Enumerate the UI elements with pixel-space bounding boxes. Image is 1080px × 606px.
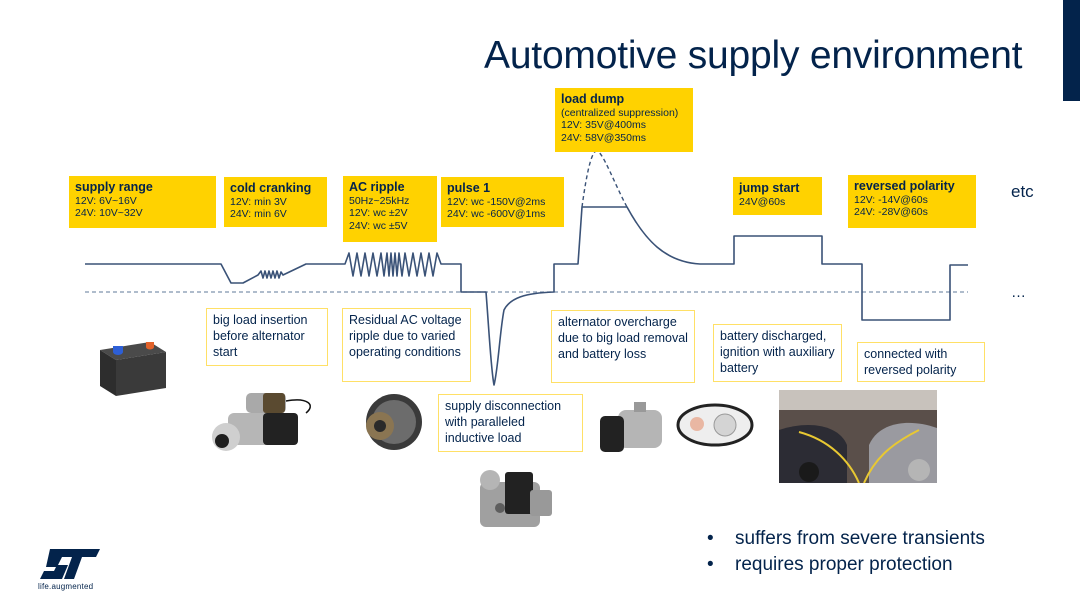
spec-line: 50Hz~25kHz xyxy=(349,194,410,207)
jump-start-box: jump start 24V@60s xyxy=(733,177,822,215)
load-dump-description: alternator overcharge due to big load re… xyxy=(551,310,695,383)
summary-bullets: suffers from severe transients requires … xyxy=(707,526,985,577)
headlamp-image xyxy=(676,403,754,447)
spec-line: 24V: 10V~32V xyxy=(75,207,143,220)
spec-line: 12V: wc ±2V xyxy=(349,207,408,220)
spec-line: 12V: min 3V xyxy=(230,195,287,208)
load-dump-box: load dump (centralized suppression) 12V:… xyxy=(555,88,693,152)
spec-line: 24V: 58V@350ms xyxy=(561,131,646,144)
spec-line: (centralized suppression) xyxy=(561,106,679,119)
car-battery-image xyxy=(100,342,166,396)
pulse-1-box: pulse 1 12V: wc -150V@2ms 24V: wc -600V@… xyxy=(441,177,564,227)
cold-cranking-box: cold cranking 12V: min 3V 24V: min 6V xyxy=(224,177,327,227)
spec-line: 12V: 6V~16V xyxy=(75,194,137,207)
logo-tagline: life.augmented xyxy=(38,582,94,591)
spec-line: 24V@60s xyxy=(739,195,786,208)
spec-line: 12V: -14V@60s xyxy=(854,193,928,206)
jump-start-cars-image xyxy=(779,390,937,483)
ac-ripple-box: AC ripple 50Hz~25kHz 12V: wc ±2V 24V: wc… xyxy=(343,176,437,242)
supply-range-title: supply range xyxy=(75,180,153,194)
ac-ripple-description: Residual AC voltage ripple due to varied… xyxy=(342,308,471,382)
alternator-image xyxy=(366,394,422,450)
pulse-1-title: pulse 1 xyxy=(447,181,491,195)
spec-line: 24V: -28V@60s xyxy=(854,206,928,219)
supply-range-box: supply range 12V: 6V~16V 24V: 10V~32V xyxy=(69,176,216,228)
st-logo-icon xyxy=(40,549,100,579)
jump-start-description: battery discharged, ignition with auxili… xyxy=(713,324,842,382)
pulse-1-description: supply disconnection with paralleled ind… xyxy=(438,394,583,452)
cold-cranking-description: big load insertion before alternator sta… xyxy=(206,308,328,366)
etc-label: etc xyxy=(1011,182,1034,201)
spec-line: 24V: wc -600V@1ms xyxy=(447,208,546,221)
reversed-polarity-description: connected with reversed polarity xyxy=(857,342,985,382)
cold-cranking-title: cold cranking xyxy=(230,181,312,195)
ac-ripple-title: AC ripple xyxy=(349,180,405,194)
ellipsis: … xyxy=(1011,284,1027,301)
solenoid-valve-image xyxy=(480,470,552,527)
accent-bar xyxy=(1063,0,1080,101)
bullet-item: requires proper protection xyxy=(707,552,985,578)
spec-line: 24V: wc ±5V xyxy=(349,219,408,232)
ac-compressor-image xyxy=(600,402,662,452)
load-dump-title: load dump xyxy=(561,92,625,106)
page-title: Automotive supply environment xyxy=(484,34,1023,77)
bullet-item: suffers from severe transients xyxy=(707,526,985,552)
reversed-polarity-box: reversed polarity 12V: -14V@60s 24V: -28… xyxy=(848,175,976,228)
waveform-trace xyxy=(85,206,968,386)
spec-line: 12V: wc -150V@2ms xyxy=(447,195,546,208)
jump-start-title: jump start xyxy=(739,181,800,195)
spec-line: 12V: 35V@400ms xyxy=(561,119,646,132)
reversed-polarity-title: reversed polarity xyxy=(854,179,955,193)
load-dump-unsuppressed-peak xyxy=(581,150,628,208)
spec-line: 24V: min 6V xyxy=(230,208,287,221)
starter-motor-image xyxy=(212,393,311,451)
